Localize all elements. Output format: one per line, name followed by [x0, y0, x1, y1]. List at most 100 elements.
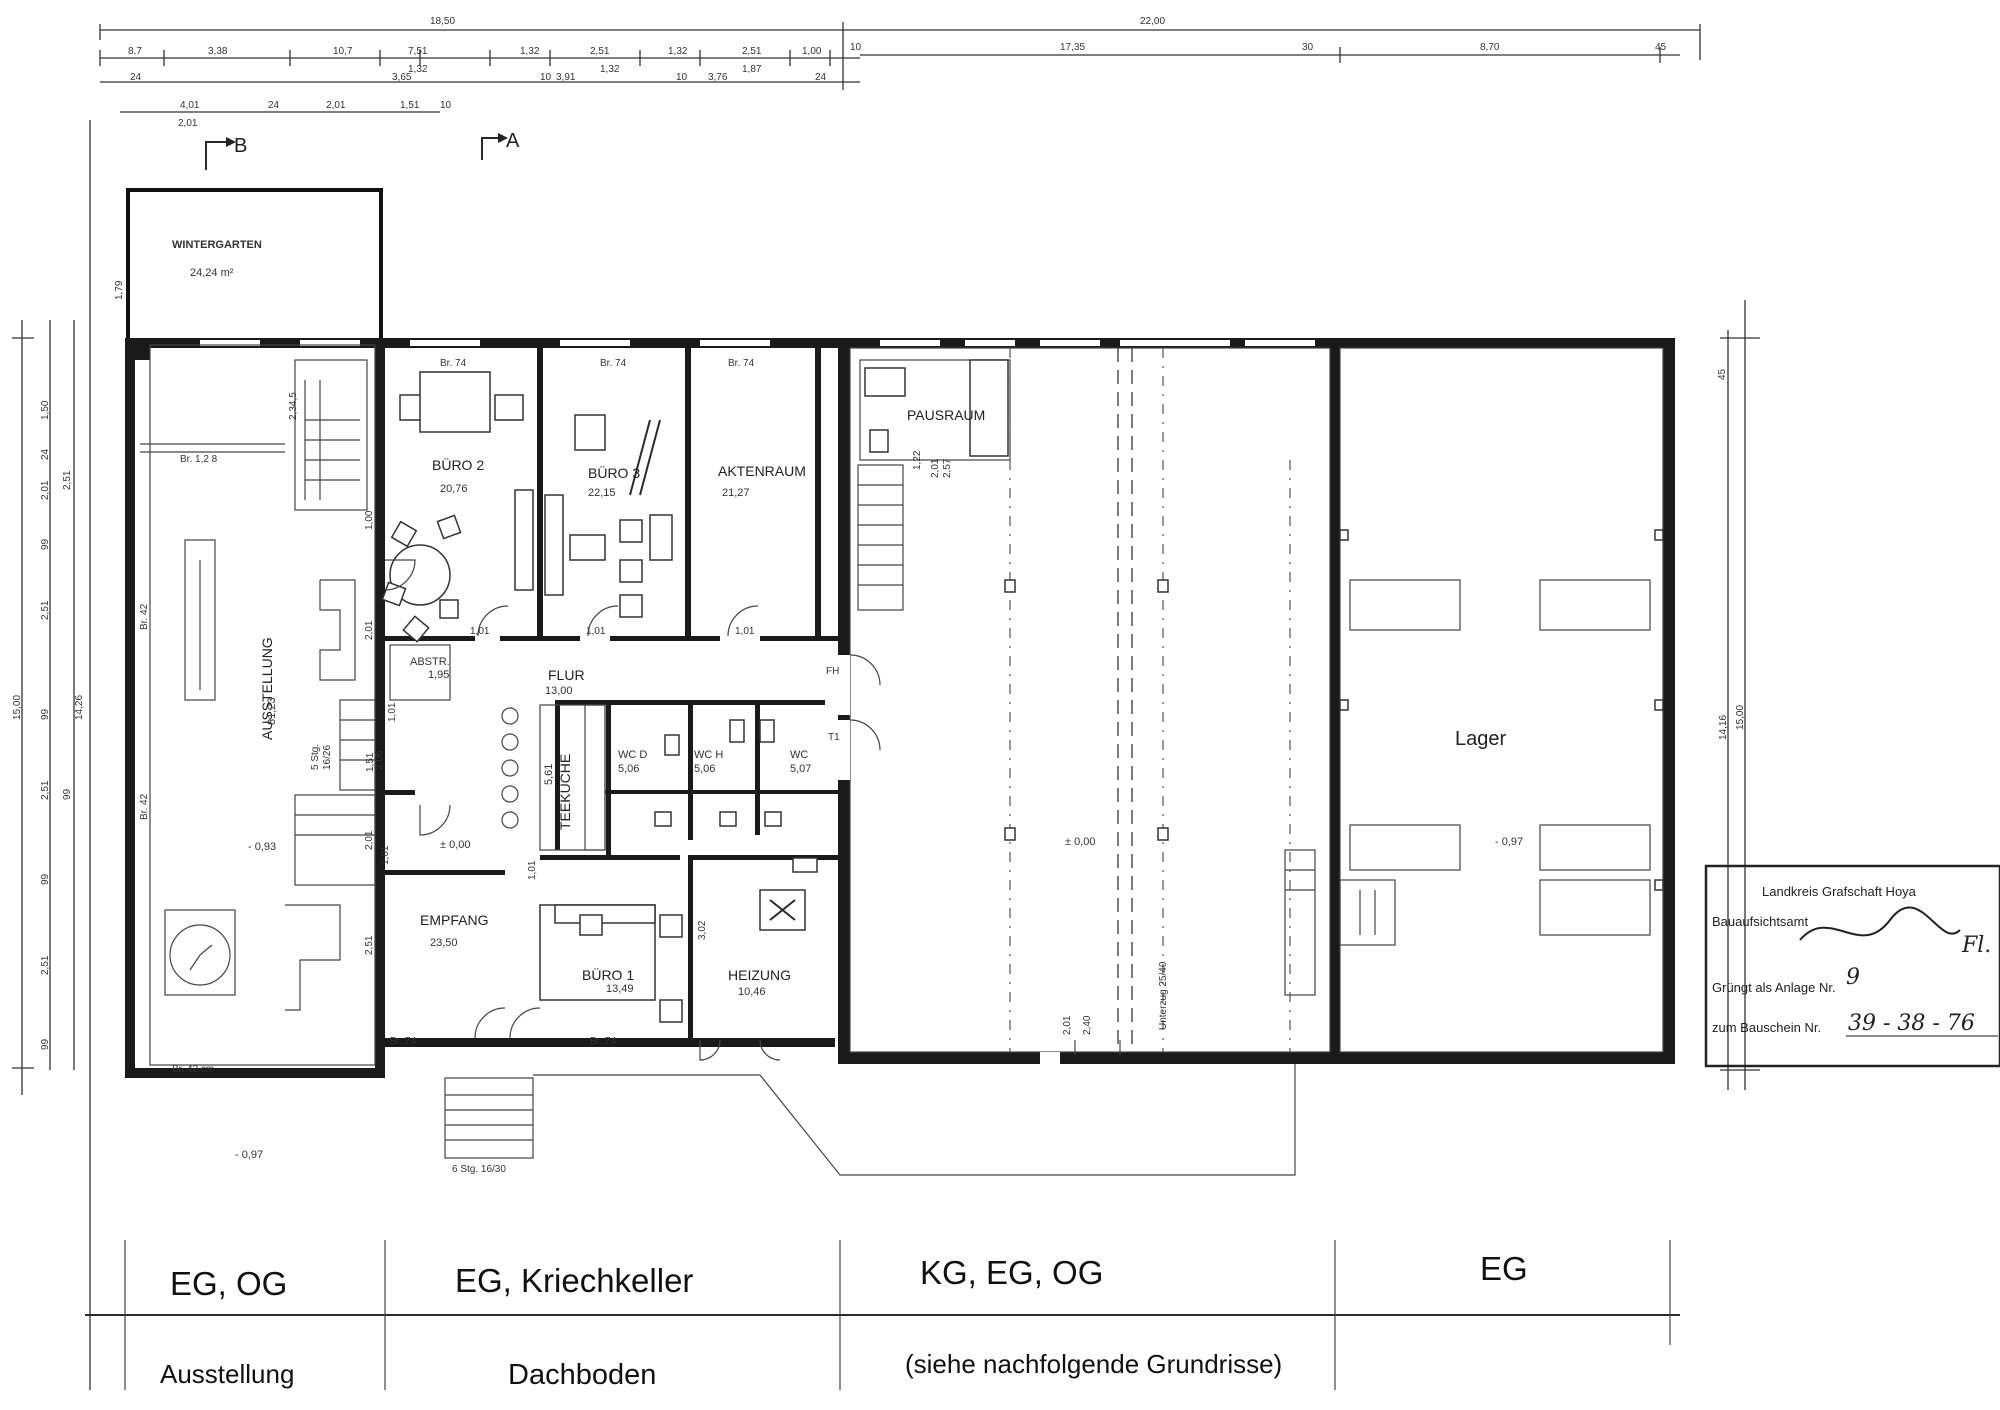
dim-top-12: 30	[1302, 42, 1314, 53]
left-seg-5: 2,51	[40, 600, 51, 620]
level-hall: ± 0,00	[1065, 836, 1096, 848]
right-dimension-chains: 45 14,16 15,00	[1717, 300, 1760, 1090]
zone-2-bottom: Dachboden	[508, 1359, 656, 1391]
label-hall-door: 2,01	[1062, 1015, 1073, 1035]
dim-top-13: 8,70	[1480, 42, 1500, 53]
flur-circles	[501, 707, 519, 829]
label-wall-d: 3,02	[697, 920, 708, 940]
left-seg-10: 99	[40, 1038, 51, 1050]
dim-top-5: 1,32	[520, 46, 540, 57]
level-lager: - 0,97	[1495, 836, 1523, 848]
stamp-line-4-value: 39 - 38 - 76	[1848, 1011, 1975, 1036]
label-wall-b: 1,51	[365, 752, 376, 772]
label-fh-b: T1	[828, 732, 840, 743]
office-wing: BÜRO 2 20,76 Br. 74 BÜRO 3 22,15 Br. 74 …	[365, 348, 840, 1061]
zone-legend: EG, OG Ausstellung EG, Kriechkeller Dach…	[85, 1240, 1680, 1391]
dim-top-4: 7,51	[408, 46, 428, 57]
label-door-mid: 1,01	[387, 702, 398, 722]
stamp-signature-suffix: Fl.	[1961, 933, 1991, 958]
outer-walls	[125, 338, 1675, 1078]
dim-top-3: 10,7	[333, 46, 353, 57]
section-marker-a: A	[481, 130, 520, 160]
label-br-f: Br. 1,2 8	[180, 454, 218, 465]
stamp-line-2: Bauaufsichtsamt	[1712, 914, 1808, 929]
label-wall-e: 2,51	[364, 935, 375, 955]
room-name-wc-d: WC D	[618, 749, 647, 761]
label-wall-i: 1,01	[380, 845, 391, 865]
dim-top-2: 3,38	[208, 46, 228, 57]
room-name-empfang: EMPFANG	[420, 912, 488, 928]
dim-top-8: 2,51	[742, 46, 762, 57]
zone-3-top: KG, EG, OG	[920, 1254, 1103, 1291]
dim-second-2: 3,65	[392, 72, 412, 83]
room-area-buero2: 20,76	[440, 483, 468, 495]
left-seg-11: 2,51	[62, 470, 73, 490]
room-area-aktenraum: 21,27	[722, 487, 750, 499]
dim-top-7: 1,32	[668, 46, 688, 57]
entrance-area: 6 Stg. 16/30 - 0,97	[235, 1064, 1296, 1176]
room-area-buero1: 13,49	[606, 983, 634, 995]
top-dimension-chains: 18,50 22,00 8,7 3,38 10,7 7,51 1,32 2,51…	[99, 16, 1701, 129]
room-area-ausstellung: 81,23	[266, 697, 278, 725]
room-name-lager: Lager	[1455, 728, 1506, 750]
level-outside: - 0,97	[235, 1149, 263, 1161]
dim-top-14: 45	[1655, 42, 1667, 53]
label-pausraum-dim-c: 1,22	[912, 450, 923, 470]
zone-2-top: EG, Kriechkeller	[455, 1262, 693, 1299]
room-area-wc-h: 5,06	[694, 763, 715, 775]
right-top-dimension: 45	[1717, 368, 1728, 380]
label-door-flur-b: 1,01	[586, 626, 606, 637]
total-dimension-right: 22,00	[1140, 16, 1165, 27]
tick-marks-row-1	[99, 47, 1661, 66]
level-ground: ± 0,00	[440, 839, 471, 851]
dim-top-6: 2,51	[590, 46, 610, 57]
dim-top-9: 1,00	[802, 46, 822, 57]
dim-third-1: 4,01	[180, 100, 200, 111]
label-wall-c: 2,06	[374, 750, 385, 770]
dim-top-10: 10	[850, 42, 862, 53]
dim-second-5: 3,91	[556, 72, 576, 83]
label-br-g: Br. 42 cm	[172, 1064, 214, 1075]
label-wall-a: 2,01	[364, 620, 375, 640]
left-seg-4: 99	[40, 538, 51, 550]
right-total-dimension: 15,00	[1735, 705, 1746, 730]
zone-1-bottom: Ausstellung	[160, 1359, 294, 1389]
dim-third-2: 24	[268, 100, 280, 111]
label-fh-a: FH	[826, 666, 839, 677]
dim-third-5: 10	[440, 100, 452, 111]
dim-third-3: 2,01	[326, 100, 346, 111]
label-br-c: Br. 74	[728, 358, 755, 369]
dim-second-4: 10	[540, 72, 552, 83]
wintergarten-side-dimension: 1,79	[114, 280, 125, 300]
label-hall-door-b: 2,40	[1082, 1015, 1093, 1035]
approval-stamp: Landkreis Grafschaft Hoya Bauaufsichtsam…	[1704, 864, 2000, 1068]
room-name-buero1: BÜRO 1	[582, 966, 634, 983]
level-ausstellung: - 0,93	[248, 841, 276, 853]
room-area-empfang: 23,50	[430, 937, 458, 949]
dim-second-10: 24	[815, 72, 827, 83]
room-area-wc-d: 5,06	[618, 763, 639, 775]
label-wall-h: 1,01	[527, 860, 538, 880]
dim-top-1: 8,7	[128, 46, 142, 57]
dim-third-4: 1,51	[400, 100, 420, 111]
label-br-e: Br. 74	[590, 1036, 617, 1047]
left-seg-7: 2,51	[40, 780, 51, 800]
room-name-abstr: ABSTR.	[410, 656, 450, 668]
section-marker-b: B	[205, 135, 247, 170]
left-sub-dimension: 14,26	[74, 695, 85, 720]
label-wall-g: 1,00	[364, 510, 375, 530]
zone-4-top: EG	[1480, 1250, 1528, 1287]
dim-second-9: 1,87	[742, 64, 762, 75]
total-dimension-left: 18,50	[430, 16, 455, 27]
label-wall-f: 2,01	[364, 830, 375, 850]
stamp-signature	[1799, 906, 1961, 941]
room-name-pausraum: PAUSRAUM	[907, 407, 985, 423]
left-total-dimension: 15,00	[12, 695, 23, 720]
room-area-wintergarten: 24,24 m²	[190, 267, 234, 279]
room-name-wc-h: WC H	[694, 749, 723, 761]
label-pausraum-dim-b: 2,57	[942, 458, 953, 478]
room-area-heizung: 10,46	[738, 986, 766, 998]
svg-text:B: B	[234, 135, 247, 157]
hall: PAUSRAUM 2,01 2,57 1,22 FH T1 2,01 2,	[826, 347, 1331, 1064]
